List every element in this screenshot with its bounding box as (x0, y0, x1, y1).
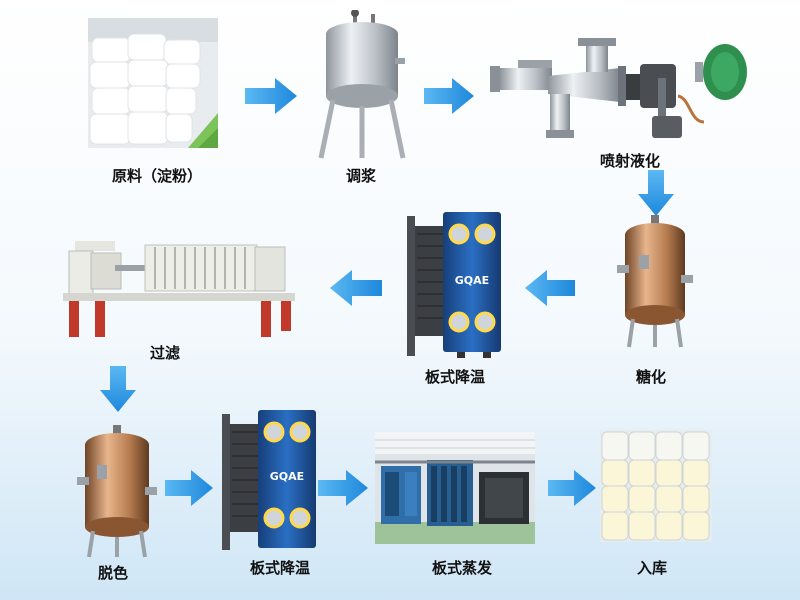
slurry-tank-image (315, 10, 410, 160)
step-label-plate-cooling-2: 板式降温 (250, 559, 311, 577)
step-label-jet-liquefaction: 喷射液化 (600, 152, 661, 170)
decolorization-tank-image (75, 425, 160, 560)
step-label-decolorization: 脱色 (98, 564, 129, 582)
flow-arrow-left (525, 270, 575, 306)
step-label-raw-material: 原料（淀粉） (112, 167, 203, 185)
flow-arrow-left (330, 270, 382, 306)
saccharification-tank-image (615, 215, 695, 350)
flow-arrow-right (165, 470, 213, 506)
flow-arrow-right (548, 470, 596, 506)
plate-evaporation-image (375, 432, 535, 544)
heat-exchanger-logo: GQAE (455, 274, 489, 287)
filter-press-image (55, 235, 305, 340)
flow-arrow-right (245, 78, 297, 114)
step-label-filtration: 过滤 (150, 344, 181, 362)
step-label-saccharification: 糖化 (636, 368, 667, 386)
jet-liquefaction-image (490, 38, 750, 148)
warehousing-image (600, 430, 712, 542)
step-label-plate-evaporation: 板式蒸发 (432, 559, 493, 577)
step-label-slurry: 调浆 (346, 167, 377, 185)
plate-heat-exchanger-image: GQAE (220, 408, 320, 556)
flow-arrow-down (638, 170, 674, 216)
plate-heat-exchanger-image: GQAE (405, 210, 505, 360)
raw-material-image (88, 18, 218, 148)
step-label-warehousing: 入库 (637, 559, 668, 577)
step-label-plate-cooling-1: 板式降温 (425, 368, 486, 386)
flow-arrow-right (424, 78, 474, 114)
flow-arrow-down (100, 366, 136, 412)
flow-arrow-right (318, 470, 368, 506)
heat-exchanger-logo: GQAE (270, 470, 304, 483)
